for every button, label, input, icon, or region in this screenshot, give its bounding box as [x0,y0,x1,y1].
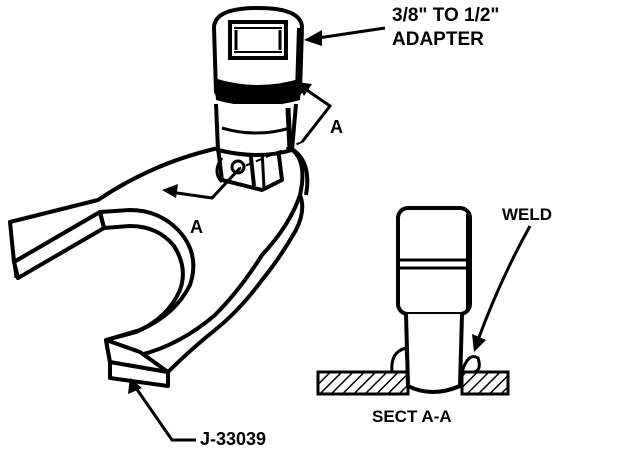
section-plate-right [460,370,510,396]
section-arrow-top [296,82,312,96]
adapter-leader [304,26,386,46]
wrench-throat-edge [98,211,185,342]
section-detail [316,206,510,396]
section-mark-bottom: A [190,217,203,237]
weld-leader [472,225,532,352]
boss-hole [230,159,246,175]
adapter [211,5,305,157]
tool-number-label: J-33039 [200,429,267,449]
tool-number-leader [128,378,196,442]
section-title: SECT A-A [372,407,452,426]
section-shank [404,313,464,394]
adapter-label-line2: ADAPTER [392,29,484,50]
adapter-square-drive [228,20,288,60]
section-plate-left [316,370,410,396]
wrench-body-side [166,194,305,374]
section-arrow-bottom [162,184,178,198]
tool-number-arrow [128,378,142,394]
section-line [162,82,333,200]
weld-bead-right [459,355,481,374]
adapter-label-line1: 3/8" TO 1/2" [392,5,500,26]
adapter-lower-shank [214,103,298,157]
section-mark-top: A [330,117,343,137]
weld-leader-arrow [472,334,486,352]
weld-label: WELD [502,205,553,224]
adapter-ring-band [214,78,302,106]
adapter-leader-arrow [304,30,322,46]
